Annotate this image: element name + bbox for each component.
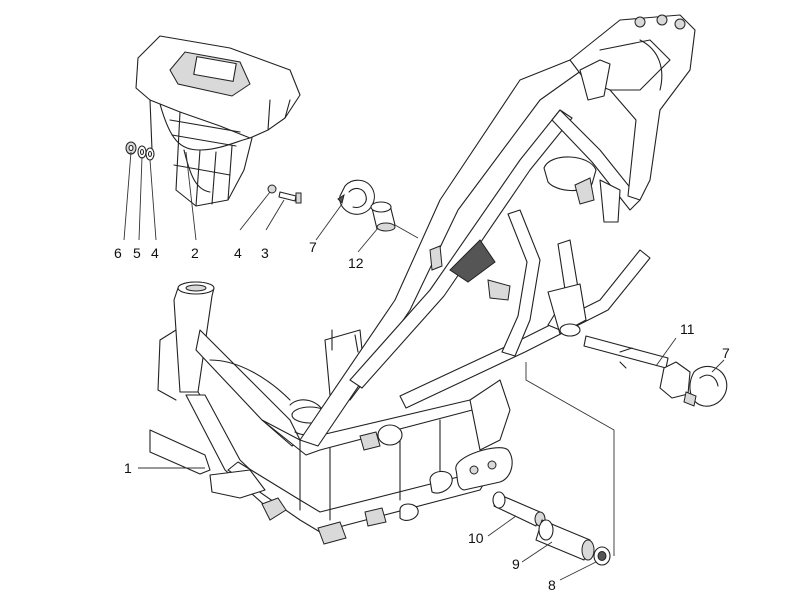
part-3-bolt [278,191,302,204]
assembly-guide-lines [394,224,615,556]
part-7-cap-ring [337,179,375,215]
part-5-washer [137,145,147,159]
callout-leaders [123,151,725,581]
part-12-bushing [370,201,396,232]
callout-label-9: 9 [512,556,520,572]
callout-label-4-right: 4 [234,245,242,261]
callout-label-1: 1 [124,460,132,476]
callout-label-11: 11 [680,321,695,337]
part-6-nut [125,141,137,155]
part-4-washer-left [145,147,155,161]
callout-label-10: 10 [468,530,484,546]
part-8-washer [593,546,611,566]
part-9-sleeve [535,519,595,561]
part-11-long-bolt [583,335,691,399]
callout-label-3: 3 [261,245,269,261]
callout-label-12: 12 [348,255,364,271]
callout-label-5: 5 [133,245,141,261]
part-4-washer-right [267,184,277,194]
callout-label-4-left: 4 [151,245,159,261]
callout-label-7-cap: 7 [722,345,730,361]
callout-label-8: 8 [548,577,556,593]
part-1-main-frame [149,14,696,545]
part-7-end-cap [683,365,728,407]
callout-labels: 6 5 4 2 4 3 7 12 1 11 7 10 9 8 [114,239,730,593]
callout-label-7-ring: 7 [309,239,317,255]
callout-label-6: 6 [114,245,122,261]
part-10-spacer-bolt [492,491,546,527]
callout-label-2: 2 [191,245,199,261]
part-2-front-bracket [135,35,301,207]
